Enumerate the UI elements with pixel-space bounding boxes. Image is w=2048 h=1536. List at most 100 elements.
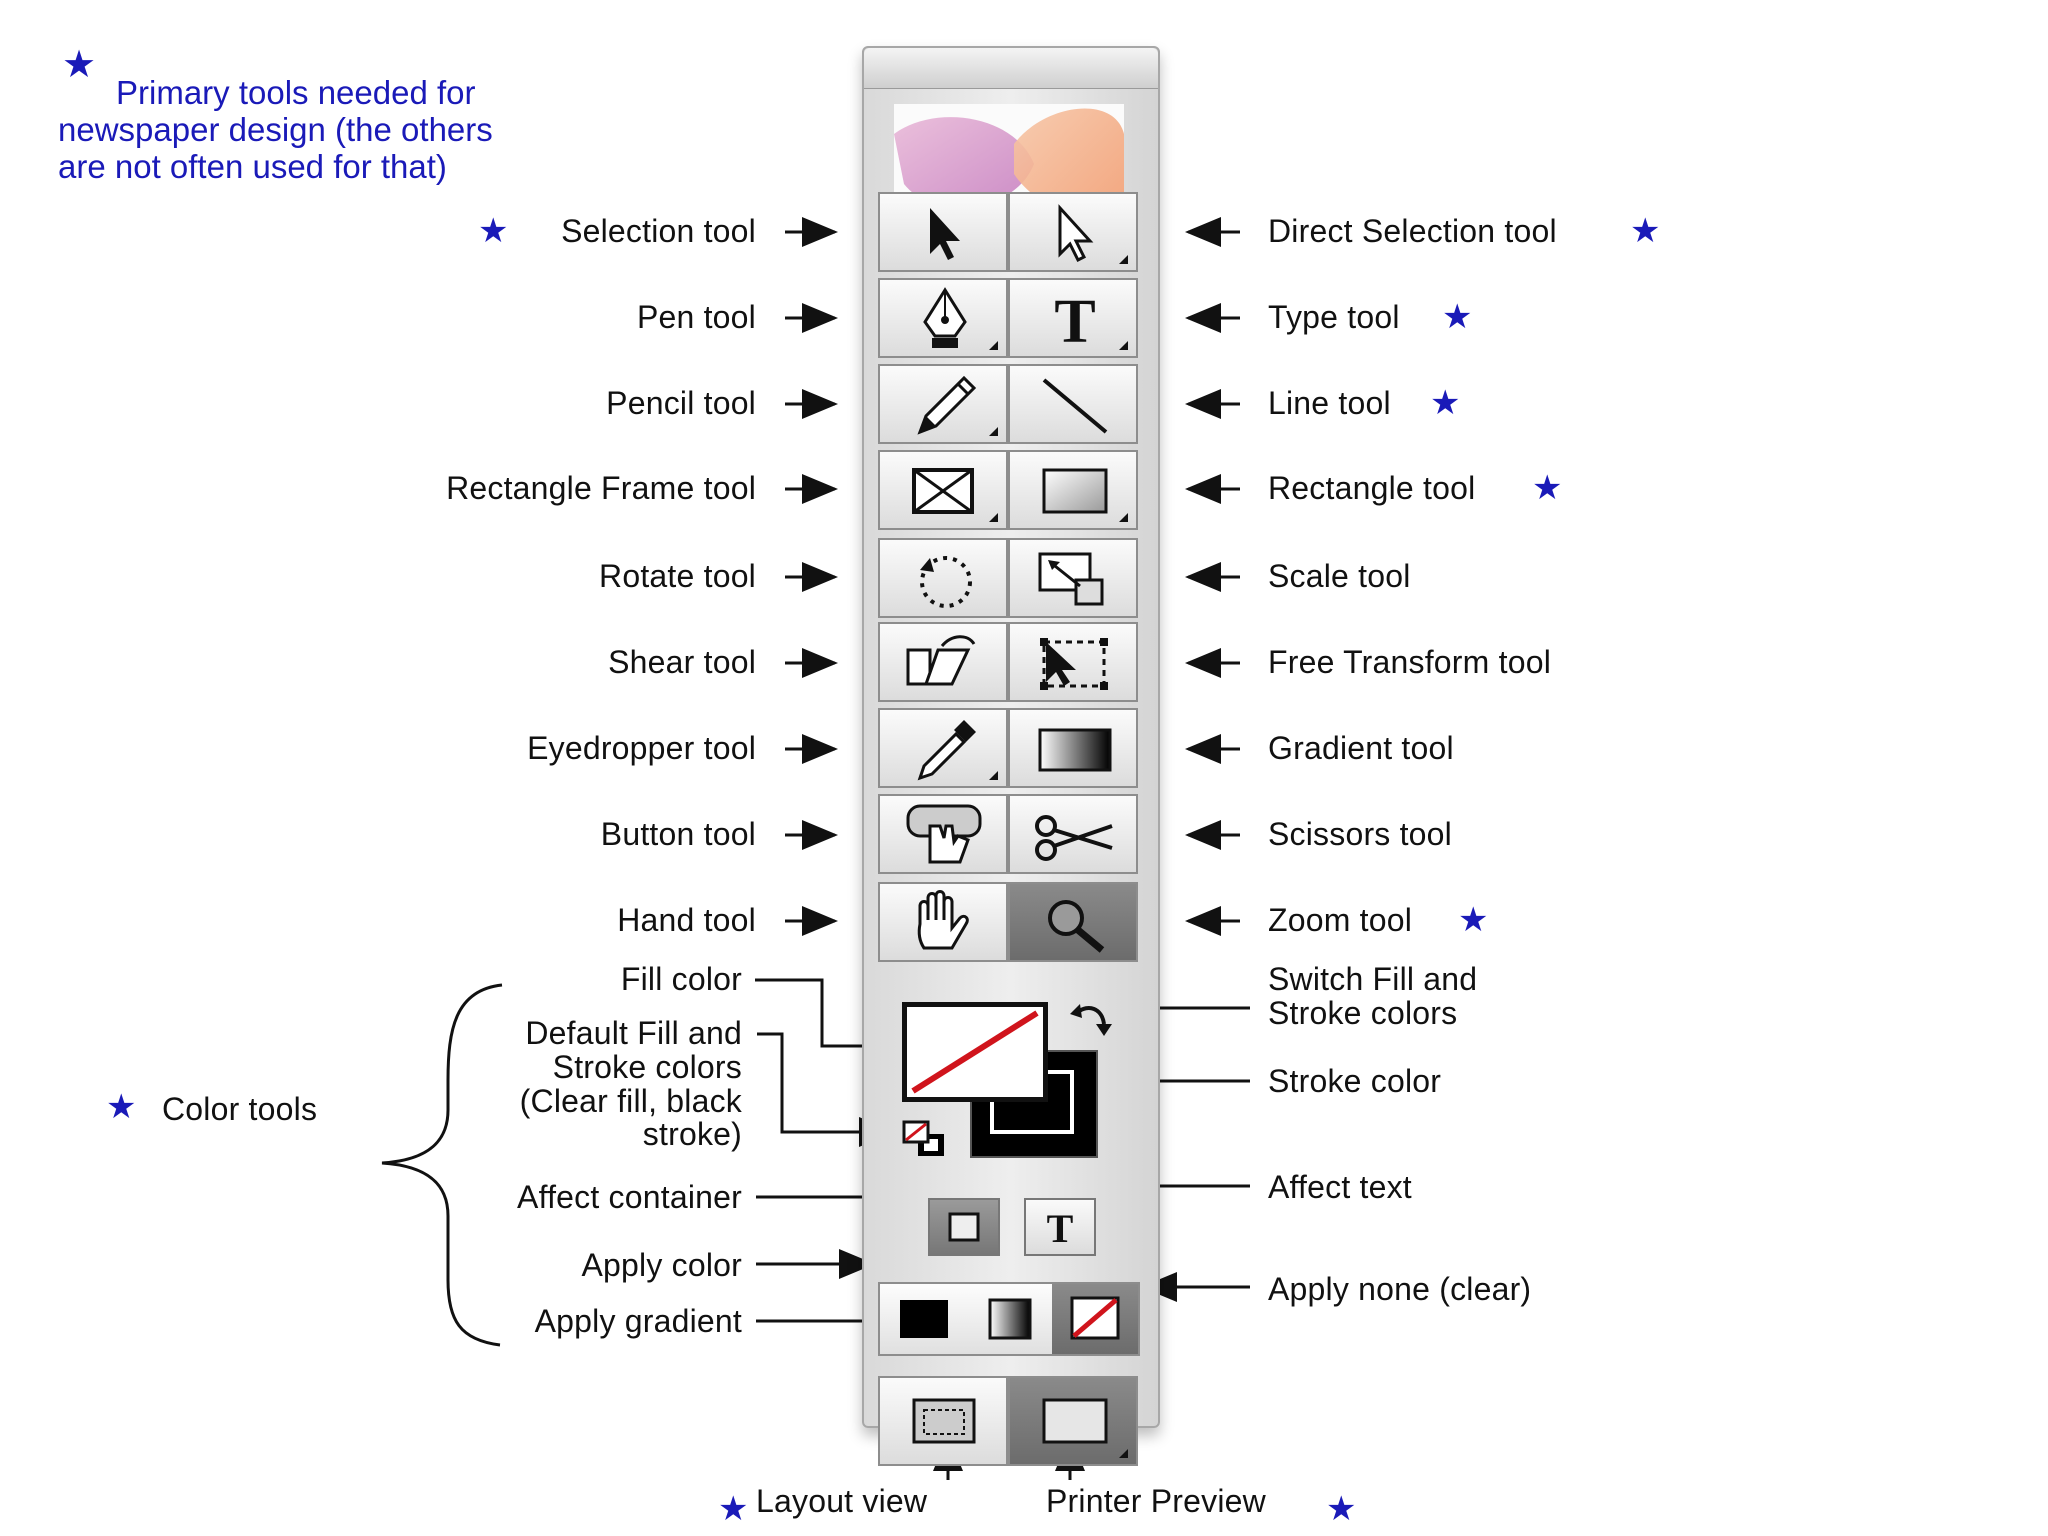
star-icon: ★ — [478, 212, 509, 250]
type-t-icon: T — [1054, 288, 1095, 356]
line-tool-label: Line tool — [1268, 385, 1391, 421]
note-line-3: are not often used for that) — [58, 148, 447, 185]
color-tools-label: Color tools — [162, 1091, 318, 1127]
shear-tool-label: Shear tool — [608, 644, 756, 680]
star-icon: ★ — [106, 1088, 137, 1126]
rotate-tool-label: Rotate tool — [599, 558, 756, 594]
hand-icon — [917, 890, 969, 950]
default-colors-icon — [902, 1120, 944, 1156]
affect-container-button[interactable] — [928, 1198, 1000, 1256]
rotate-icon — [920, 556, 972, 608]
svg-text:T: T — [1047, 1206, 1074, 1251]
apply-gradient-button[interactable] — [966, 1284, 1052, 1354]
rectangle-frame-tool-label: Rectangle Frame tool — [446, 470, 756, 506]
container-icon — [948, 1212, 980, 1242]
free-transform-tool-button[interactable] — [1008, 622, 1138, 702]
scale-tool-button[interactable] — [1008, 538, 1138, 618]
pen-tool-button[interactable] — [878, 278, 1008, 358]
pen-nib-icon — [923, 287, 967, 348]
pen-tool-label: Pen tool — [636, 299, 756, 335]
hand-tool-button[interactable] — [878, 882, 1008, 962]
scale-tool-label: Scale tool — [1268, 558, 1411, 594]
direct-selection-tool-label: Direct Selection tool — [1268, 213, 1557, 249]
button-tool-button[interactable] — [878, 794, 1008, 874]
rectangle-tool-button[interactable] — [1008, 450, 1138, 530]
note-line-1: Primary tools needed for — [116, 74, 476, 111]
scissors-tool-label: Scissors tool — [1268, 816, 1452, 852]
default-colors-label-line-4: stroke) — [642, 1116, 742, 1152]
default-colors-label-line-1: Default Fill and — [525, 1015, 742, 1051]
diagonal-line-icon — [1042, 378, 1108, 434]
zoom-tool-button[interactable] — [1008, 882, 1138, 962]
apply-none-label: Apply none (clear) — [1268, 1271, 1532, 1307]
default-colors-label-line-2: Stroke colors — [552, 1049, 742, 1085]
shear-tool-button[interactable] — [878, 622, 1008, 702]
apply-buttons-group — [878, 1282, 1140, 1356]
star-icon: ★ — [1630, 212, 1661, 250]
pencil-tool-label: Pencil tool — [606, 385, 756, 421]
apply-color-button[interactable] — [880, 1284, 966, 1354]
button-tool-label: Button tool — [600, 816, 756, 852]
gradient-swatch-icon — [1038, 728, 1112, 772]
frame-x-icon — [912, 468, 974, 514]
none-slash-icon — [1070, 1296, 1120, 1340]
selection-tool-button[interactable] — [878, 192, 1008, 272]
rectangle-frame-tool-button[interactable] — [878, 450, 1008, 530]
pointing-hand-button-icon — [906, 804, 982, 864]
toolbox-title-bar[interactable] — [864, 48, 1158, 89]
affect-text-label: Affect text — [1268, 1169, 1412, 1205]
no-fill-slash-icon — [911, 1010, 1039, 1094]
eyedropper-tool-label: Eyedropper tool — [527, 730, 756, 766]
direct-selection-tool-button[interactable] — [1008, 192, 1138, 272]
scissors-icon — [1035, 815, 1113, 861]
rotate-tool-button[interactable] — [878, 538, 1008, 618]
scale-icon — [1038, 552, 1104, 606]
type-tool-button[interactable]: T — [1008, 278, 1138, 358]
toolbox-panel: T — [862, 46, 1160, 1466]
printer-preview-label: Printer Preview — [1046, 1483, 1266, 1519]
gradient-tool-button[interactable] — [1008, 708, 1138, 788]
switch-fill-stroke-label-line-1: Switch Fill and — [1268, 961, 1478, 997]
gradient-tool-label: Gradient tool — [1268, 730, 1454, 766]
direct-selection-arrow-icon — [1058, 204, 1094, 263]
pencil-icon — [917, 375, 977, 435]
swap-arrows-icon — [1070, 1004, 1112, 1036]
apply-none-button[interactable] — [1052, 1284, 1138, 1354]
apply-color-label: Apply color — [581, 1247, 742, 1283]
selection-arrow-icon — [930, 208, 960, 260]
star-icon: ★ — [1458, 901, 1489, 939]
eyedropper-icon — [917, 720, 976, 781]
affect-text-button[interactable]: T — [1024, 1198, 1096, 1256]
hand-tool-label: Hand tool — [617, 902, 756, 938]
affect-container-label: Affect container — [517, 1179, 742, 1215]
star-icon: ★ — [1442, 298, 1473, 336]
switch-fill-stroke-label-line-2: Stroke colors — [1268, 995, 1458, 1031]
free-transform-tool-label: Free Transform tool — [1268, 644, 1552, 680]
printer-preview-button[interactable] — [1008, 1376, 1138, 1466]
apply-gradient-label: Apply gradient — [534, 1303, 742, 1339]
layout-view-button[interactable] — [878, 1376, 1008, 1466]
fill-color-swatch[interactable] — [902, 1002, 1048, 1102]
line-tool-button[interactable] — [1008, 364, 1138, 444]
star-icon: ★ — [62, 44, 97, 86]
scissors-tool-button[interactable] — [1008, 794, 1138, 874]
free-transform-icon — [1040, 638, 1108, 690]
primary-tools-note: ★ Primary tools needed for newspaper des… — [58, 44, 493, 185]
star-icon: ★ — [1430, 384, 1461, 422]
layout-view-label: Layout view — [756, 1483, 928, 1519]
eyedropper-tool-button[interactable] — [878, 708, 1008, 788]
svg-text:T: T — [1054, 288, 1095, 356]
fill-color-label: Fill color — [620, 961, 742, 997]
layout-view-icon — [912, 1398, 976, 1444]
default-colors-label-line-3: (Clear fill, black — [519, 1083, 742, 1119]
selection-tool-label: Selection tool — [561, 213, 756, 249]
stroke-color-label: Stroke color — [1268, 1063, 1442, 1099]
pencil-tool-button[interactable] — [878, 364, 1008, 444]
switch-fill-stroke-button[interactable] — [1068, 998, 1114, 1042]
solid-color-icon — [900, 1300, 948, 1338]
magnifier-icon — [1048, 900, 1105, 953]
default-fill-stroke-button[interactable] — [900, 1118, 950, 1162]
rectangle-icon — [1042, 468, 1108, 514]
rectangle-tool-label: Rectangle tool — [1268, 470, 1476, 506]
